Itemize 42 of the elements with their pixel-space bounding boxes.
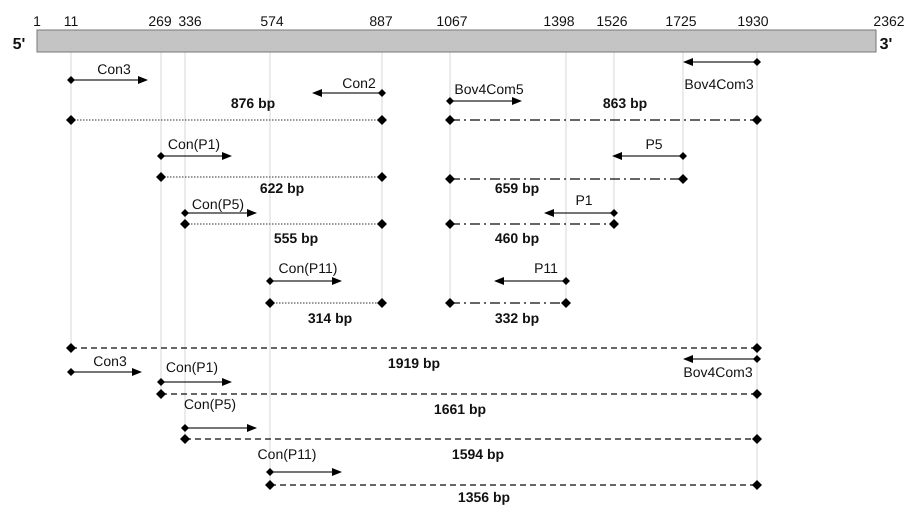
primer-label: Con(P1) (168, 136, 220, 152)
product-size-label: 332 bp (494, 310, 540, 326)
position-number: 574 (260, 13, 284, 29)
position-number: 2362 (873, 13, 904, 29)
position-number: 1725 (665, 13, 697, 29)
strand-end-label: 3' (880, 37, 892, 53)
product-size-label: 863 bp (602, 95, 648, 111)
product-size-label: 1356 bp (458, 489, 510, 505)
product-size-label: 1919 bp (388, 355, 440, 371)
position-number: 1398 (543, 13, 575, 29)
product-size-label: 460 bp (494, 230, 540, 246)
product-size-label: 1661 bp (434, 401, 486, 417)
position-number: 11 (64, 13, 78, 29)
primer-label: Con(P11) (278, 260, 338, 276)
position-number: 1067 (436, 13, 468, 29)
product-size-label: 555 bp (274, 230, 318, 246)
primer-label: P5 (645, 136, 663, 152)
primer-label: P1 (575, 192, 593, 208)
primer-label: Bov4Com3 (684, 76, 754, 92)
strand-end-label: 5' (12, 37, 26, 53)
product-size-label: 659 bp (494, 180, 540, 196)
primer-label: Con3 (93, 353, 127, 369)
primer-label: P11 (534, 260, 558, 276)
position-number: 1 (33, 13, 41, 29)
primer-label: Con2 (342, 75, 376, 91)
position-number: 269 (148, 13, 172, 29)
primer-label: Bov4Com3 (683, 364, 753, 380)
position-number: 1930 (737, 13, 769, 29)
primer-label: Bov4Com5 (454, 81, 524, 97)
primer-label: Con3 (97, 61, 131, 77)
gene-bar (36, 30, 876, 52)
product-size-label: 314 bp (308, 310, 352, 326)
primer-label: Con(P1) (166, 359, 218, 375)
primer-label: Con(P5) (192, 196, 244, 212)
product-size-label: 876 bp (230, 95, 276, 111)
product-size-label: 1594 bp (452, 446, 504, 462)
primer-label: Con(P5) (184, 396, 236, 412)
primer-label: Con(P11) (258, 446, 316, 462)
position-number: 336 (178, 13, 202, 29)
product-size-label: 622 bp (260, 180, 304, 196)
position-number: 1526 (596, 13, 628, 29)
position-number: 887 (369, 13, 393, 29)
